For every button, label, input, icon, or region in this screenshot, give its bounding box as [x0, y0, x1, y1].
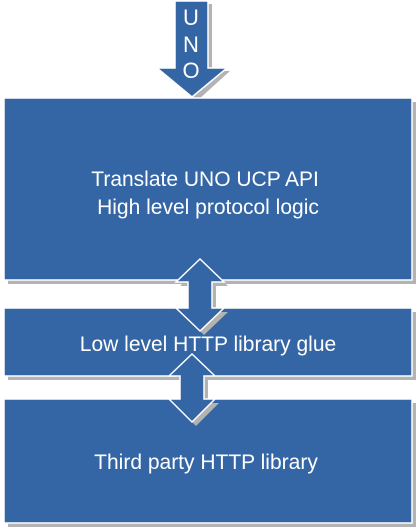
- uno-letter-o: O: [182, 58, 199, 83]
- protocol-logic-line-1: Translate UNO UCP API: [91, 168, 319, 191]
- uno-letter-u: U: [183, 5, 199, 30]
- uno-input-arrow: U N O: [154, 0, 230, 98]
- double-arrow-upper-shape: [174, 257, 226, 333]
- third-party-library-box-label: Third party HTTP library: [94, 451, 318, 474]
- double-arrow-lower: [167, 352, 219, 426]
- third-party-library-line-1: Third party HTTP library: [94, 451, 318, 474]
- protocol-logic-box: Translate UNO UCP API High level protoco…: [3, 97, 413, 281]
- third-party-library-box-shape: [3, 398, 413, 524]
- http-glue-line-1: Low level HTTP library glue: [80, 333, 336, 356]
- protocol-logic-box-shape: [3, 97, 413, 281]
- double-arrow-lower-shape: [167, 352, 217, 424]
- double-arrow-upper: [174, 257, 228, 335]
- uno-input-arrow-shape: [154, 0, 230, 98]
- protocol-logic-line-2: High level protocol logic: [97, 196, 319, 219]
- http-glue-box-label: Low level HTTP library glue: [80, 333, 336, 356]
- uno-letter-n: N: [183, 32, 199, 57]
- third-party-library-box: Third party HTTP library: [3, 398, 413, 524]
- protocol-logic-box-label: Translate UNO UCP API High level protoco…: [91, 168, 324, 219]
